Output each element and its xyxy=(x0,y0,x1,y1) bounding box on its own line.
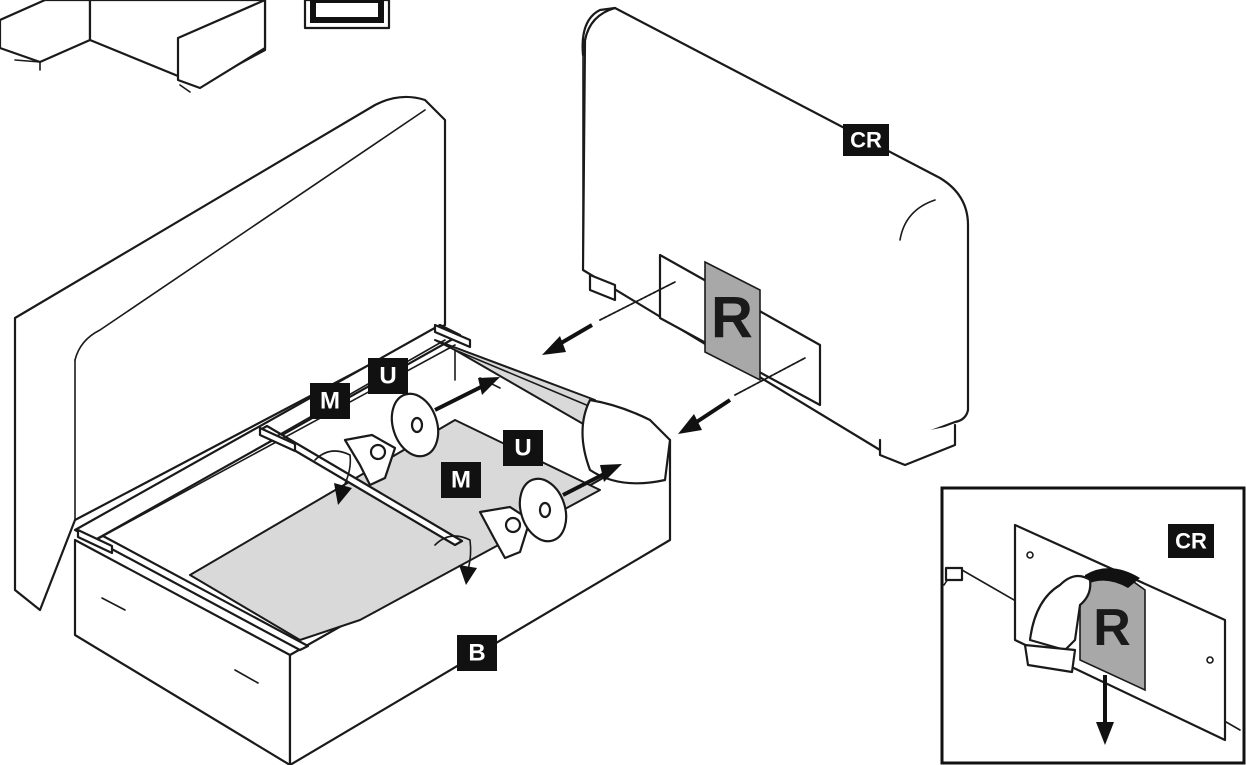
u-label-right: U xyxy=(514,435,531,462)
b-label: B xyxy=(468,640,485,667)
r-label-main: R xyxy=(711,286,753,351)
sofa-thumbnail xyxy=(0,0,391,93)
m-label-left: M xyxy=(320,388,340,415)
m-label-right: M xyxy=(451,467,471,494)
u-label-left: U xyxy=(379,363,396,390)
r-label-detail: R xyxy=(1093,599,1131,657)
labels-left: U M xyxy=(310,358,408,419)
b-module xyxy=(13,95,672,765)
cr-label-main: CR xyxy=(850,128,882,153)
hardware xyxy=(343,377,622,560)
cr-label-detail: CR xyxy=(1175,529,1207,554)
rod-arrows xyxy=(542,323,732,434)
labels-right: U M xyxy=(441,430,543,498)
cr-module: R CR xyxy=(581,6,970,467)
detail-inset: R CR xyxy=(940,486,1246,765)
